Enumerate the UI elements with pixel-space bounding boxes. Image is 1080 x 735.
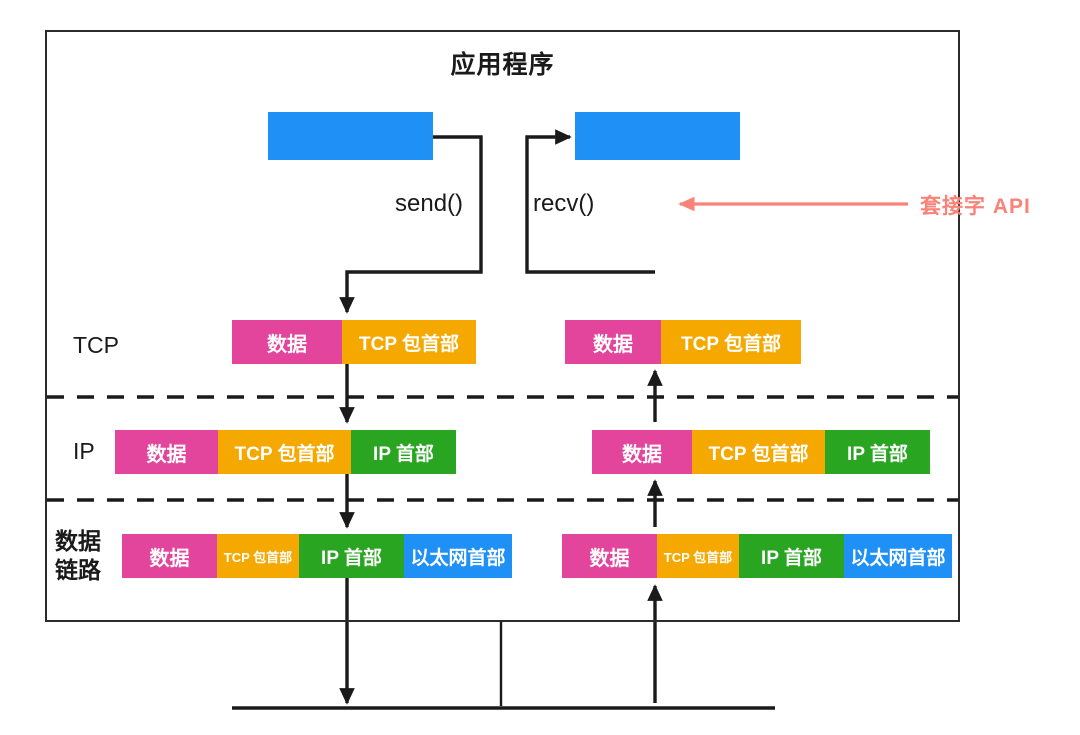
socket-box-receiver[interactable] xyxy=(575,112,740,160)
segment-data: 数据 xyxy=(232,320,342,364)
socket-box-sender[interactable] xyxy=(268,112,433,160)
segment-data: 数据 xyxy=(562,534,657,578)
segment-data: 数据 xyxy=(592,430,692,474)
send-call-label: send() xyxy=(395,190,464,217)
segment-tcp-header: TCP 包首部 xyxy=(217,534,299,578)
layer-label-ip: IP xyxy=(73,438,95,464)
segment-tcp-header: TCP 包首部 xyxy=(661,320,801,364)
layer-label-datalink-line1: 数据 xyxy=(55,528,101,554)
segment-data: 数据 xyxy=(565,320,661,364)
segment-ip-header: IP 首部 xyxy=(825,430,930,474)
segment-data: 数据 xyxy=(115,430,218,474)
page-title: 应用程序 xyxy=(450,51,555,79)
segment-tcp-header: TCP 包首部 xyxy=(657,534,739,578)
packet-tcp-receiver: 数据 TCP 包首部 xyxy=(565,320,801,364)
layer-label-tcp: TCP xyxy=(73,332,119,358)
application-frame xyxy=(45,30,960,622)
segment-ip-header: IP 首部 xyxy=(739,534,844,578)
packet-tcp-sender: 数据 TCP 包首部 xyxy=(232,320,476,364)
segment-data: 数据 xyxy=(122,534,217,578)
layer-label-datalink-line2: 链路 xyxy=(55,556,101,583)
segment-tcp-header: TCP 包首部 xyxy=(692,430,825,474)
segment-ip-header: IP 首部 xyxy=(299,534,404,578)
socket-api-label: 套接字 API xyxy=(920,195,1031,218)
physical-medium xyxy=(232,622,775,710)
packet-datalink-sender: 数据 TCP 包首部 IP 首部 以太网首部 xyxy=(122,534,512,578)
segment-tcp-header: TCP 包首部 xyxy=(342,320,476,364)
segment-ip-header: IP 首部 xyxy=(351,430,456,474)
layer-label-datalink: 数据 链路 xyxy=(55,527,101,585)
packet-ip-sender: 数据 TCP 包首部 IP 首部 xyxy=(115,430,456,474)
segment-ethernet-header: 以太网首部 xyxy=(844,534,952,578)
recv-call-label: recv() xyxy=(533,190,595,217)
packet-ip-receiver: 数据 TCP 包首部 IP 首部 xyxy=(592,430,930,474)
segment-ethernet-header: 以太网首部 xyxy=(404,534,512,578)
segment-tcp-header: TCP 包首部 xyxy=(218,430,351,474)
packet-datalink-receiver: 数据 TCP 包首部 IP 首部 以太网首部 xyxy=(562,534,952,578)
